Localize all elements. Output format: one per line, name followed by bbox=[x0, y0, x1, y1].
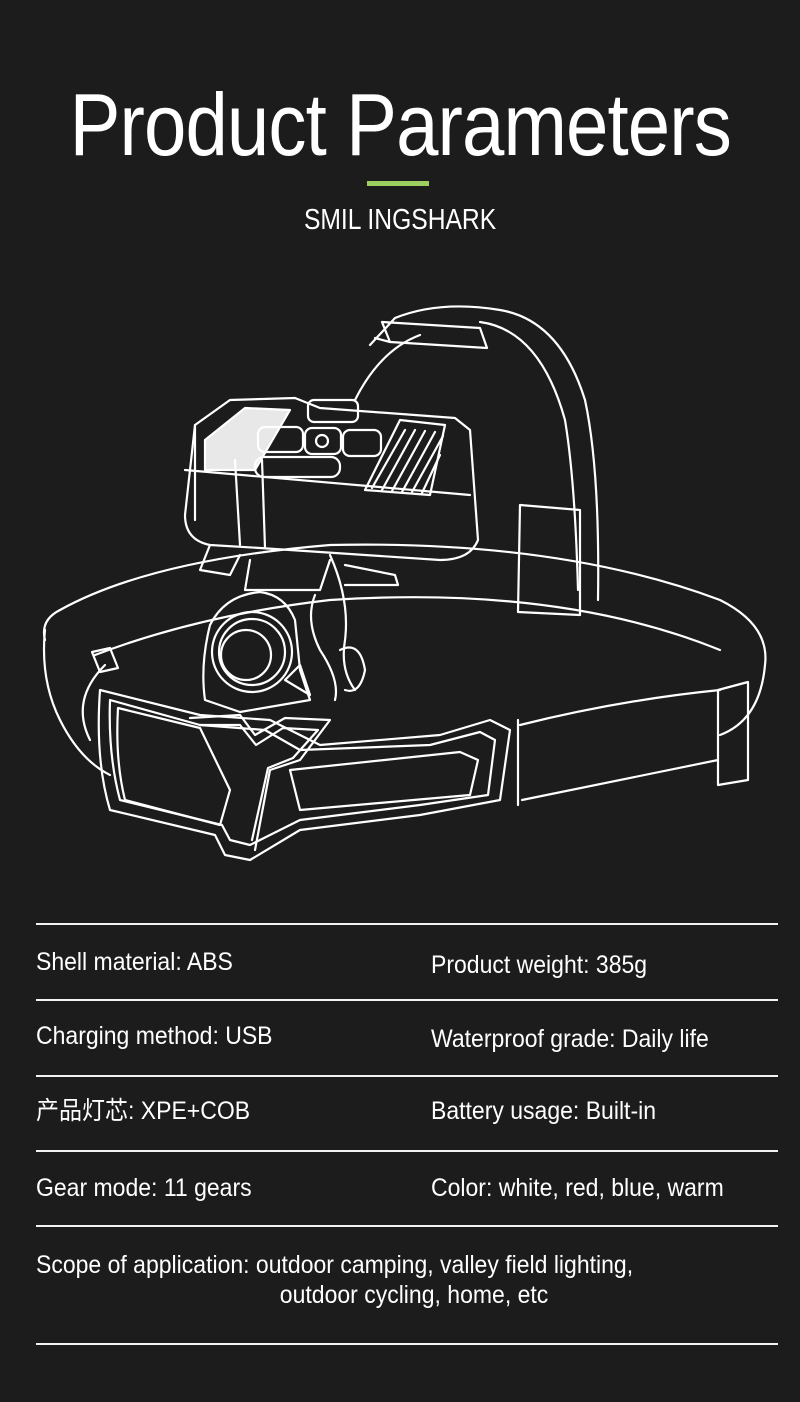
spec-waterproof-grade: Waterproof grade: Daily life bbox=[431, 1025, 709, 1053]
headlamp-illustration bbox=[42, 305, 767, 862]
page-title-text: Product Parameters bbox=[69, 75, 731, 174]
top-strap-icon bbox=[353, 305, 600, 617]
head-band-icon bbox=[42, 543, 767, 807]
brand-subtitle: SMIL INGSHARK bbox=[0, 202, 800, 238]
page-title: Product Parameters bbox=[0, 70, 800, 180]
accent-divider bbox=[367, 181, 429, 186]
spec-charging-method: Charging method: USB bbox=[36, 1022, 273, 1050]
table-divider bbox=[36, 999, 778, 1001]
lamp-module-icon bbox=[202, 553, 367, 714]
scope-line-1: Scope of application: outdoor camping, v… bbox=[36, 1251, 634, 1279]
spec-led-chip: 产品灯芯: XPE+COB bbox=[36, 1097, 251, 1125]
spec-gear-mode: Gear mode: 11 gears bbox=[36, 1174, 252, 1202]
table-divider-bottom bbox=[36, 1343, 778, 1345]
spec-color: Color: white, red, blue, warm bbox=[431, 1174, 724, 1202]
table-divider-top bbox=[36, 923, 778, 925]
table-divider bbox=[36, 1225, 778, 1227]
spec-shell-material: Shell material: ABS bbox=[36, 948, 233, 976]
scope-line-2: outdoor cycling, home, etc bbox=[279, 1281, 549, 1309]
front-plate-icon bbox=[97, 688, 512, 862]
brand-name: SMIL INGSHARK bbox=[303, 204, 497, 236]
spec-scope-of-application: Scope of application: outdoor camping, v… bbox=[36, 1250, 633, 1310]
table-divider bbox=[36, 1075, 778, 1077]
spec-battery-usage: Battery usage: Built-in bbox=[431, 1097, 657, 1125]
control-unit-icon bbox=[183, 396, 480, 592]
table-divider bbox=[36, 1150, 778, 1152]
spec-product-weight: Product weight: 385g bbox=[431, 951, 648, 979]
